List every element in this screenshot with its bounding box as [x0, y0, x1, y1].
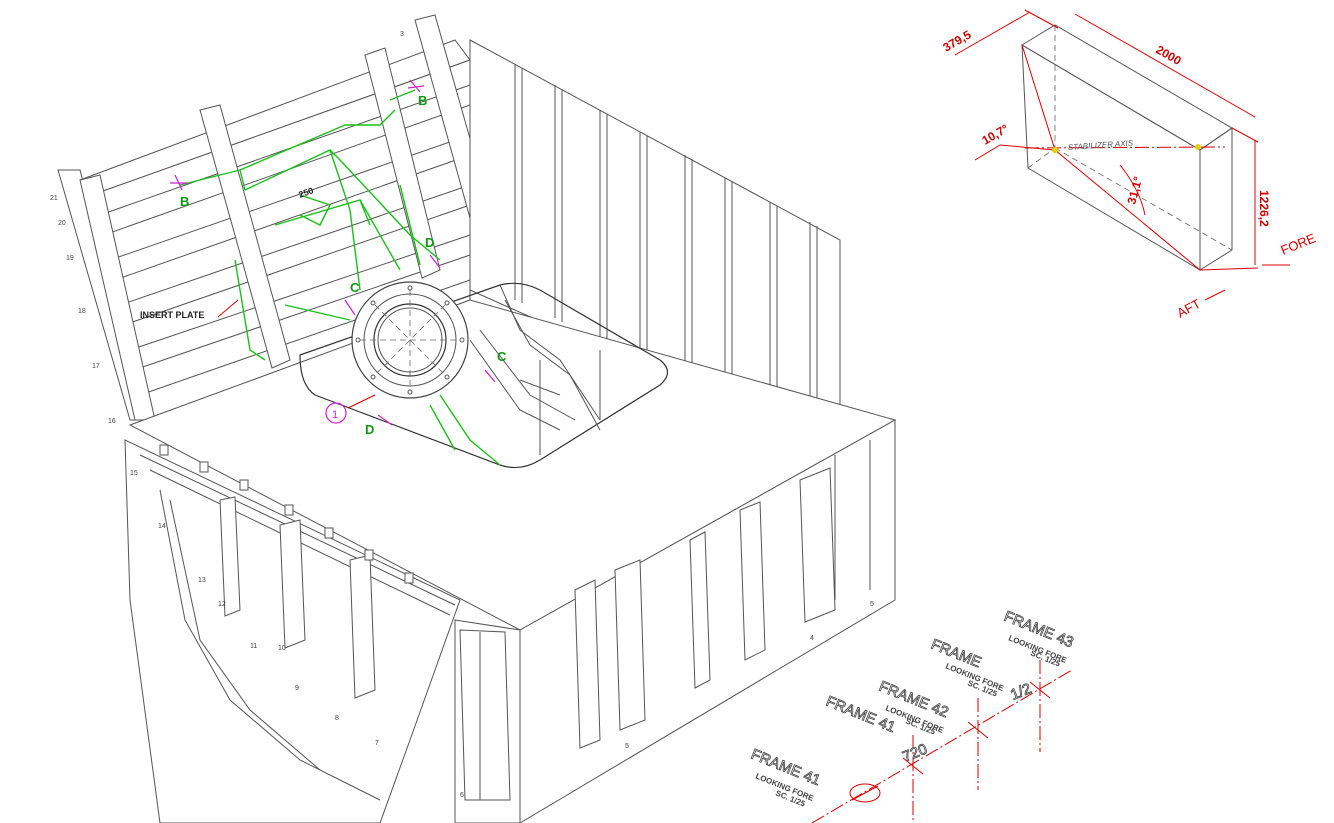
frame-num: 5 — [870, 601, 874, 608]
section-markers: B B C C D D INSERT PLATE 250 1 — [140, 79, 507, 437]
callout-circle — [325, 402, 347, 424]
frame-num: 16 — [108, 418, 116, 425]
frame-num: 6 — [460, 792, 464, 799]
frame-num: 11 — [250, 643, 257, 650]
stabilizer-axis-label: STABILIZER AXIS — [1068, 138, 1134, 152]
frame-num: 15 — [130, 470, 138, 477]
frame-num: 18 — [78, 308, 86, 315]
inner-webs — [469, 284, 601, 455]
dim-1226-2: 1226,2 — [1257, 190, 1271, 227]
frame-num: 7 — [375, 740, 379, 747]
dimension-250: 250 — [297, 185, 315, 200]
callout-number: 1 — [332, 409, 338, 421]
section-label-c-left: C — [350, 280, 360, 295]
frame-num: 17 — [92, 363, 100, 370]
frame-num: 3 — [400, 31, 404, 38]
frame-half-fraction: 1/2 — [1008, 680, 1034, 704]
section-label-d-lower: D — [365, 422, 374, 437]
section-label-b-left: B — [180, 194, 189, 209]
frame-num: 19 — [66, 255, 74, 262]
front-face — [454, 419, 896, 823]
section-label-c-right: C — [497, 349, 507, 364]
frame-number-scale: 21 20 19 18 17 16 15 14 13 12 11 10 9 8 … — [50, 31, 874, 799]
frame-num: 12 — [218, 601, 226, 608]
stabilizer-structure-highlight — [179, 89, 501, 466]
section-label-b-right: B — [418, 93, 427, 108]
angle-10-7: 10,7° — [980, 121, 1012, 147]
frame-num: 9 — [295, 685, 299, 692]
frame-num: 5 — [625, 743, 629, 750]
bulkhead-back — [469, 39, 841, 456]
angle-31-1: 31,1° — [1124, 175, 1145, 206]
dim-2000: 2000 — [1154, 42, 1184, 68]
frame-num: 20 — [58, 220, 66, 227]
dim-720: 720 — [900, 741, 930, 766]
frame-num: 14 — [158, 523, 166, 530]
aft-label: AFT — [1174, 296, 1203, 321]
frame-num: 10 — [278, 645, 286, 652]
fore-label: FORE — [1279, 230, 1318, 258]
stabilizer-flange — [351, 281, 469, 399]
frame-41-b-title: FRAME 41 — [824, 693, 898, 736]
frame-num: 8 — [335, 715, 339, 722]
insert-plate-label: INSERT PLATE — [140, 310, 204, 320]
lower-hull — [124, 439, 461, 823]
frame-num: 21 — [50, 195, 58, 202]
dim-379-5: 379,5 — [941, 27, 974, 54]
frame-num: 4 — [810, 635, 814, 642]
section-label-d-upper: D — [425, 235, 434, 250]
frame-num: 13 — [198, 577, 206, 584]
stabilizer-axis-detail: 379,5 2000 1226,2 10,7° 31,1° STABILIZER… — [941, 9, 1318, 321]
